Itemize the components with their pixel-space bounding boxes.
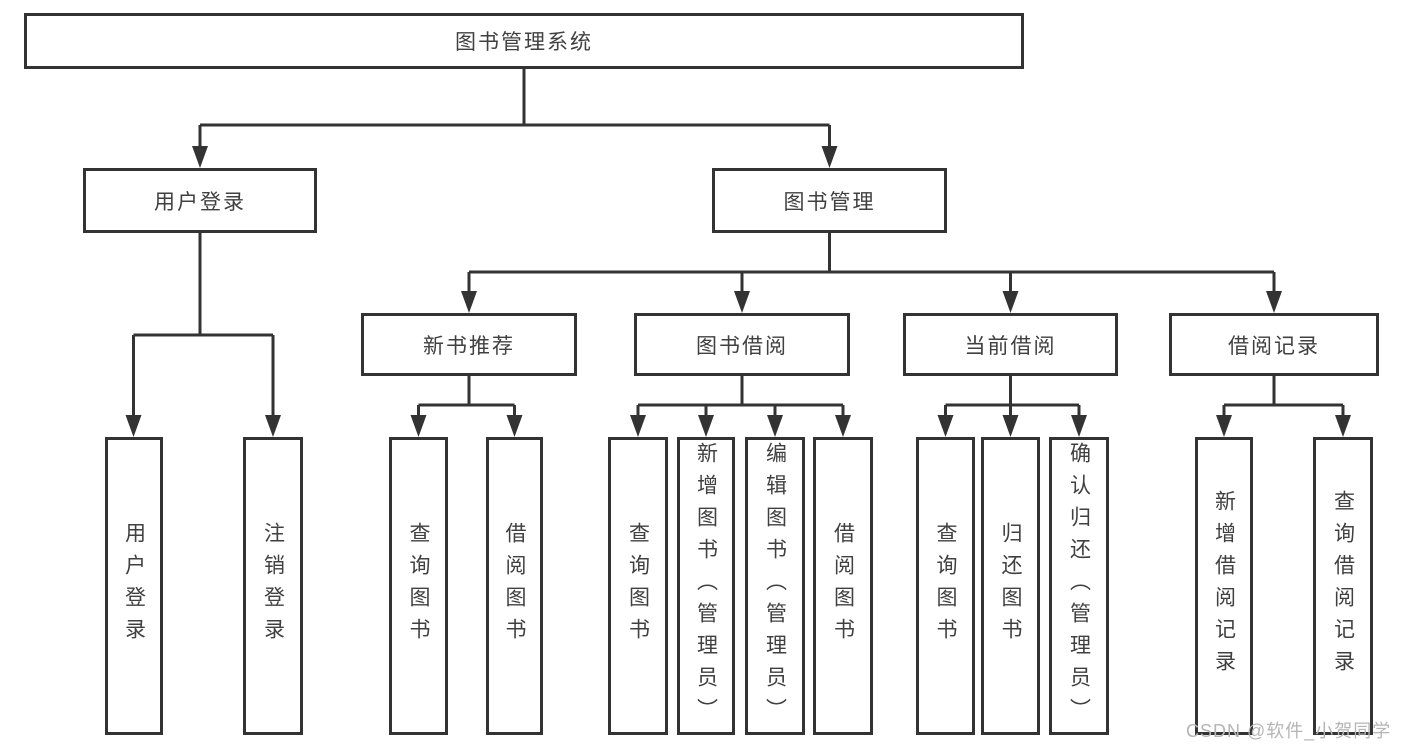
node-label: 新增借阅记录	[1212, 490, 1236, 682]
arrowheads	[125, 146, 1351, 437]
node-book-management: 图书管理	[712, 168, 947, 233]
node-add-book-admin: 新增图书（管理员）	[677, 437, 735, 735]
node-label: 用户登录	[122, 522, 146, 650]
watermark: CSDN @软件_小贺同学	[1186, 721, 1392, 741]
node-query-borrow-record: 查询借阅记录	[1313, 437, 1373, 735]
node-label: 注销登录	[261, 522, 285, 650]
node-label: 查询借阅记录	[1331, 490, 1355, 682]
node-label: 借阅记录	[1228, 334, 1320, 358]
node-label: 图书借阅	[696, 334, 788, 358]
node-label: 查询图书	[407, 522, 430, 650]
node-borrow-books-1: 借阅图书	[486, 437, 543, 735]
node-label: 图书管理	[783, 190, 876, 214]
node-return-books: 归还图书	[981, 437, 1040, 735]
node-query-books-2: 查询图书	[608, 437, 668, 735]
node-user-login: 用户登录	[83, 168, 317, 233]
node-query-books-3: 查询图书	[916, 437, 975, 735]
node-new-book-recommendation: 新书推荐	[361, 313, 577, 376]
node-logout: 注销登录	[243, 437, 303, 735]
node-user-login-action: 用户登录	[105, 437, 163, 735]
node-label: 新书推荐	[423, 334, 515, 358]
node-label: 编辑图书（管理员）	[763, 442, 787, 730]
node-edit-book-admin: 编辑图书（管理员）	[745, 437, 805, 735]
node-current-borrowing: 当前借阅	[903, 313, 1118, 376]
node-label: 图书管理系统	[455, 31, 593, 54]
node-label: 确认归还（管理员）	[1067, 442, 1091, 730]
node-library-management-system: 图书管理系统	[24, 13, 1024, 69]
node-label: 借阅图书	[831, 522, 855, 650]
node-borrowing-records: 借阅记录	[1169, 313, 1379, 376]
node-label: 查询图书	[626, 522, 650, 650]
node-label: 查询图书	[934, 522, 957, 650]
node-borrow-books-2: 借阅图书	[813, 437, 873, 735]
node-label: 新增图书（管理员）	[694, 442, 718, 730]
node-confirm-return-admin: 确认归还（管理员）	[1049, 437, 1109, 735]
node-book-borrowing: 图书借阅	[634, 313, 850, 376]
node-label: 用户登录	[154, 190, 246, 214]
node-label: 当前借阅	[964, 334, 1057, 358]
node-add-borrow-record: 新增借阅记录	[1195, 437, 1253, 735]
node-label: 归还图书	[999, 522, 1022, 650]
node-query-books-1: 查询图书	[389, 437, 448, 735]
node-label: 借阅图书	[503, 522, 526, 650]
